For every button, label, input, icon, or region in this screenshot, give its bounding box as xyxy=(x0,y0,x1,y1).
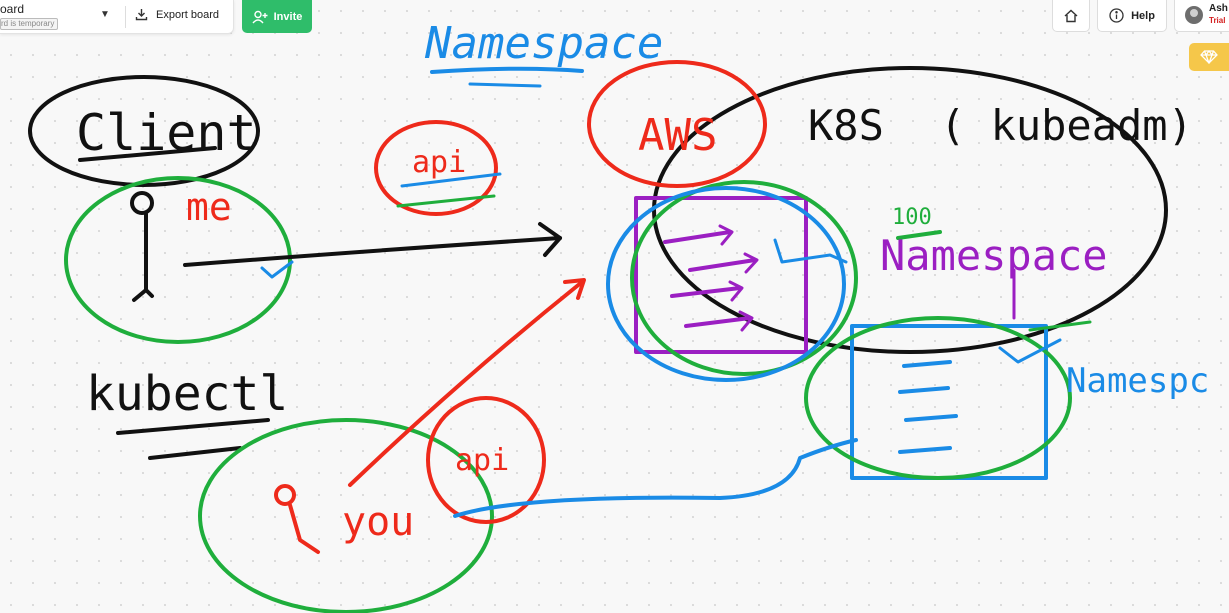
help-label: Help xyxy=(1131,9,1155,22)
title-underline-2 xyxy=(468,82,542,88)
board-title[interactable]: oard xyxy=(0,2,25,16)
toolbar-divider xyxy=(125,6,126,28)
board-toolbar: oard rd is temporary ▼ Export board xyxy=(0,0,234,34)
me-label: me xyxy=(186,185,232,229)
api-circle-bottom xyxy=(426,396,546,524)
info-icon xyxy=(1109,8,1124,23)
namespace-blue-circle xyxy=(606,186,846,382)
pods-in-namespace xyxy=(663,230,757,328)
k8s-label: K8S xyxy=(808,101,884,150)
api-label-bottom: api xyxy=(455,443,509,478)
export-board-label: Export board xyxy=(156,8,219,21)
stick-figure-body xyxy=(132,212,154,302)
blue-checkmark xyxy=(260,260,294,279)
kubectl-underline xyxy=(116,418,270,435)
api-label-top: api xyxy=(412,145,466,180)
kubectl-label: kubectl xyxy=(86,366,288,422)
blue-check-right xyxy=(998,338,1062,364)
you-figure-body xyxy=(288,503,320,554)
red-arrow-head xyxy=(563,278,586,300)
invite-button[interactable]: Invite xyxy=(242,0,312,33)
aws-circle xyxy=(587,60,767,188)
api-circle-top xyxy=(374,120,498,216)
avatar xyxy=(1185,6,1203,24)
pod-arrows xyxy=(718,224,759,332)
arrow-head xyxy=(538,222,562,257)
add-user-icon xyxy=(252,10,268,23)
aws-label: AWS xyxy=(638,110,717,161)
invite-label: Invite xyxy=(273,10,303,23)
board-temporary-badge: rd is temporary xyxy=(0,18,59,30)
namespace-purple-label: Namespace xyxy=(880,231,1108,280)
user-name: Ash xyxy=(1209,3,1228,14)
home-button[interactable] xyxy=(1052,0,1090,32)
hundred-underline xyxy=(896,230,942,240)
namespace-blue-label: Namespc xyxy=(1066,361,1209,401)
namespace-title: Namespace xyxy=(424,18,663,69)
blue-box-green-circle xyxy=(804,316,1072,480)
user-menu[interactable]: Ash Trial xyxy=(1174,0,1229,32)
client-ellipse xyxy=(28,75,260,187)
blue-box-lines xyxy=(898,360,958,454)
home-icon xyxy=(1064,9,1078,22)
help-button[interactable]: Help xyxy=(1097,0,1167,32)
namespace-green-circle xyxy=(630,180,858,376)
api-underline-green xyxy=(396,194,496,208)
you-figure-head xyxy=(274,484,296,506)
green-arrow-right xyxy=(1028,320,1092,332)
client-label: Client xyxy=(76,104,257,162)
caret-down-icon[interactable]: ▼ xyxy=(100,9,110,20)
arrow-to-cluster xyxy=(183,236,562,267)
you-circle xyxy=(198,418,494,613)
kubectl-underline-2 xyxy=(148,446,242,460)
stick-figure-head xyxy=(130,191,154,215)
export-board-button[interactable]: Export board xyxy=(135,8,219,21)
client-underline xyxy=(78,146,217,162)
hundred-label: 100 xyxy=(892,205,932,230)
export-icon xyxy=(135,9,148,21)
user-trial-status: Trial xyxy=(1209,16,1226,25)
api-underline-blue xyxy=(400,172,502,188)
you-label: you xyxy=(342,499,414,545)
title-underline xyxy=(430,66,584,74)
gem-icon xyxy=(1200,50,1218,64)
blue-path-to-namespace xyxy=(453,438,858,518)
red-arrow-to-cluster xyxy=(348,280,584,487)
me-circle xyxy=(64,176,292,344)
namespace-box-purple xyxy=(634,196,808,354)
blue-arrow-small xyxy=(773,238,848,264)
upgrade-button[interactable] xyxy=(1189,43,1229,71)
kubeadm-label: ( kubeadm) xyxy=(940,101,1193,150)
